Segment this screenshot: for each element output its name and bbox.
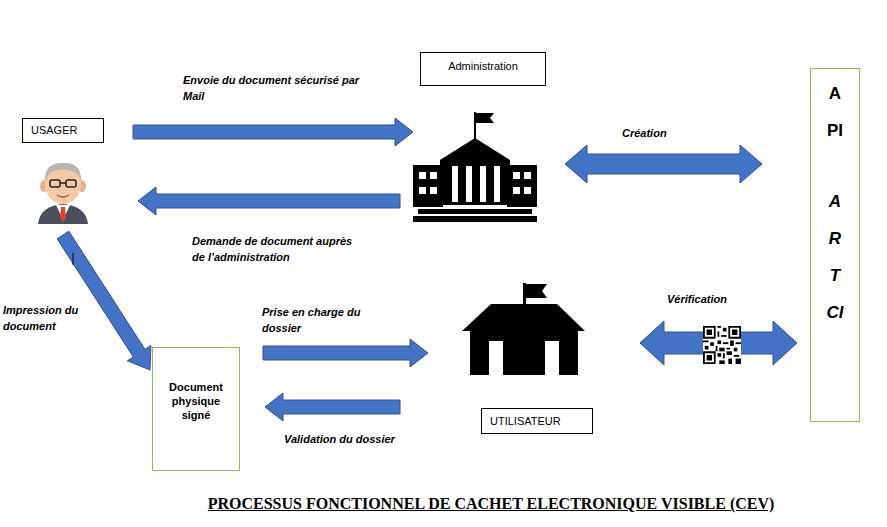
administration-building-icon [413,112,537,222]
edge-label: Vérification [667,291,757,307]
node-label: Administration [431,53,535,79]
node-label: API [827,75,844,149]
node-label: ARTCI [827,183,844,331]
block-arrow [138,187,400,215]
block-arrow [263,339,428,367]
qr-code [703,326,741,364]
edge-label: Prise en charge du dossier [262,304,377,336]
block-arrow [57,231,151,370]
process-box: USAGER [22,118,104,143]
edge-label: Création [622,125,702,141]
user-icon [38,163,88,224]
block-arrow [133,118,413,146]
edge-label: Envoie du document sécurisé par Mail [183,72,363,104]
block-arrow [265,393,400,421]
node-label: Document physique signé [165,380,227,422]
node-label: UTILISATEUR [490,409,584,433]
block-arrow [640,321,797,365]
process-box: API ARTCI [810,68,860,422]
process-box: Document physique signé [152,347,240,471]
user-building-icon [462,283,585,375]
block-arrow [565,145,762,183]
edge-label: Impression du document [3,302,98,334]
tick-mark [73,253,74,265]
process-box: UTILISATEUR [481,408,593,434]
edge-label: Validation du dossier [284,431,424,447]
process-box: Administration [420,52,546,86]
edge-label: Demande de document auprès de l’administ… [192,233,364,265]
node-label: USAGER [31,119,95,142]
diagram-title: PROCESSUS FONCTIONNEL DE CACHET ELECTRON… [208,495,775,513]
